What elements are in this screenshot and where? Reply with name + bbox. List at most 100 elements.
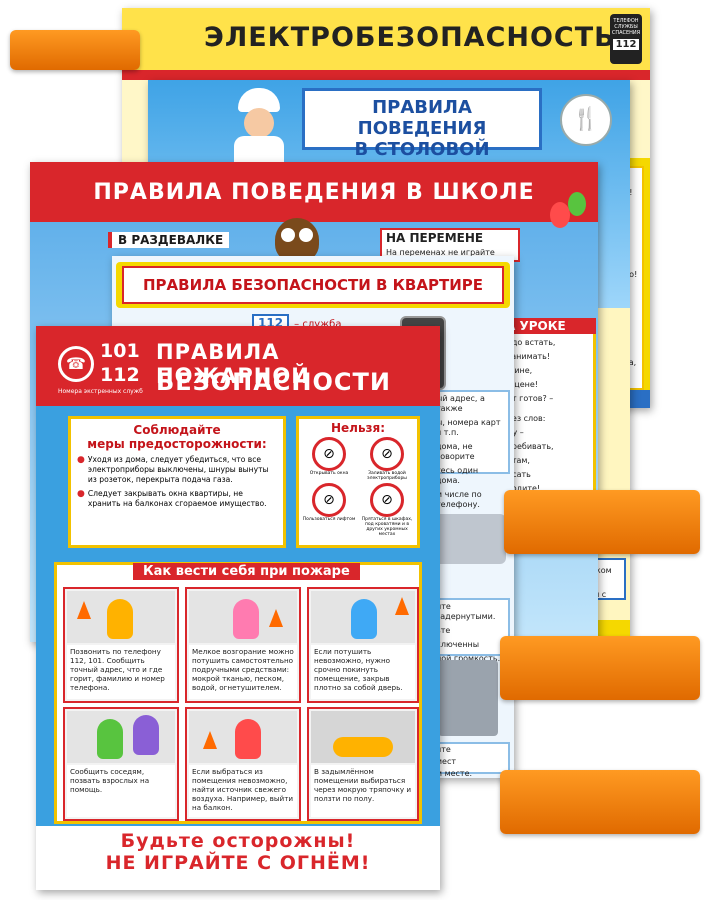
owl-eye-left xyxy=(281,228,295,242)
emergency-number-112: 112 xyxy=(100,364,140,386)
flat-mid-4: м числе по телефону. xyxy=(436,490,482,509)
kid-figure xyxy=(351,599,377,639)
scene-text-2: Если потушить невозможно, нужно срочно п… xyxy=(311,645,415,699)
electro-header: ЭЛЕКТРОБЕЗОПАСНОСТЬ ТЕЛЕФОН СЛУЖБЫ СПАСЕ… xyxy=(122,8,650,70)
scene-pic-neighbors xyxy=(67,711,175,763)
forbidden-item-elevator: ⊘ Пользоваться лифтом xyxy=(301,483,357,537)
fire-footer: Будьте осторожны! НЕ ИГРАЙТЕ С ОГНЁМ! xyxy=(36,826,440,890)
no-hide-icon: ⊘ xyxy=(370,483,404,517)
flat-low-1: ьте xyxy=(436,626,451,635)
chef-figure xyxy=(228,88,290,168)
school-lesson-box: А УРОКЕ адо встать, занимать! шине, в це… xyxy=(500,318,596,504)
balloon-icon-2 xyxy=(568,192,586,216)
scene-crawl: В задымлённом помещении выбираться через… xyxy=(307,707,419,821)
hanger-tab-right-3 xyxy=(500,770,700,834)
behavior-title: Как вести себя при пожаре xyxy=(133,563,360,580)
hanger-tab-right-2 xyxy=(500,636,700,700)
flat-low-3: ной громкость. xyxy=(436,654,501,663)
behavior-section: Как вести себя при пожаре Позвонить по т… xyxy=(54,562,422,824)
lesson-line-8: ятам, xyxy=(507,456,530,465)
scene-text-0: Позвонить по телефону 112, 101. Сообщить… xyxy=(67,645,175,699)
hanger-tab-right-1 xyxy=(504,490,700,554)
bullet-icon: ● xyxy=(77,489,85,499)
forbidden-label-2: Пользоваться лифтом xyxy=(302,517,356,522)
caution-title-2: меры предосторожности: xyxy=(87,437,267,451)
fire-title-2: БЕЗОПАСНОСТИ xyxy=(156,368,391,396)
flat-mid-3: тесь один дома. xyxy=(436,466,479,485)
scene-neighbors: Сообщить соседям, позвать взрослых на по… xyxy=(63,707,179,821)
kid-figure xyxy=(97,719,123,759)
forbidden-label-3: Прятаться в шкафах, под кроватями и в др… xyxy=(361,517,413,537)
scene-text-4: Если выбраться из помещения невозможно, … xyxy=(189,765,297,817)
caution-item-0-text: Уходя из дома, следует убедиться, что вс… xyxy=(87,455,269,484)
caution-item-1-text: Следует закрывать окна квартиры, не хран… xyxy=(87,489,267,508)
canteen-title-2: В СТОЛОВОЙ xyxy=(354,139,490,160)
school-label-right: НА ПЕРЕМЕНЕ xyxy=(386,231,484,245)
crawling-kid-figure xyxy=(333,737,393,757)
phone-number: 112 xyxy=(613,39,639,50)
scene-pic-crawl xyxy=(311,711,415,763)
fire-icon xyxy=(395,597,409,615)
stove-icon xyxy=(438,660,498,736)
flat-text-bottom: ите мест м месте. xyxy=(430,742,510,778)
scene-text-5: В задымлённом помещении выбираться через… xyxy=(311,765,415,817)
caution-title-1: Соблюдайте xyxy=(133,423,221,437)
flat-mid-1: ы, номера карт и т.п. xyxy=(436,418,501,437)
no-window-icon: ⊘ xyxy=(312,437,346,471)
owl-icon xyxy=(275,218,319,262)
forbidden-grid: ⊘ Открывать окна ⊘ Заливать водой электр… xyxy=(299,435,417,539)
lesson-line-9: исать xyxy=(507,470,531,479)
school-title: ПРАВИЛА ПОВЕДЕНИЯ В ШКОЛЕ xyxy=(93,179,535,205)
forbidden-item-window: ⊘ Открывать окна xyxy=(301,437,357,481)
school-banner: ПРАВИЛА ПОВЕДЕНИЯ В ШКОЛЕ xyxy=(30,162,598,222)
lesson-line-0: адо встать, xyxy=(507,338,556,347)
lesson-line-6: цу – xyxy=(507,428,524,437)
flat-mid-0: ый адрес, а также xyxy=(436,394,485,413)
flat-low-2: ключенны xyxy=(436,640,480,649)
scene-pic-leave xyxy=(311,591,415,643)
scene-text-1: Мелкое возгорание можно потушить самосто… xyxy=(189,645,297,699)
scene-pic-extinguish xyxy=(189,591,297,643)
owl-eye-right xyxy=(299,228,313,242)
lesson-line-5: без слов: xyxy=(507,414,546,423)
scene-pic-balcony xyxy=(189,711,297,763)
fire-icon xyxy=(77,601,91,619)
caution-box: Соблюдайте меры предосторожности: ● Уход… xyxy=(68,416,286,548)
phone-label: ТЕЛЕФОН СЛУЖБЫ СПАСЕНИЯ xyxy=(611,18,641,36)
fire-icon xyxy=(203,731,217,749)
footer-line-1: Будьте осторожны! xyxy=(120,830,356,852)
lesson-line-1: занимать! xyxy=(507,352,551,361)
scene-leave: Если потушить невозможно, нужно срочно п… xyxy=(307,587,419,703)
lesson-line-3: в цене! xyxy=(507,380,538,389)
adult-figure xyxy=(133,715,159,755)
emergency-caption: Номера экстренных служб xyxy=(58,388,143,395)
phone-badge: ТЕЛЕФОН СЛУЖБЫ СПАСЕНИЯ 112 xyxy=(610,14,642,64)
emergency-number-101: 101 xyxy=(100,340,140,362)
kid-figure xyxy=(233,599,259,639)
lesson-line-2: шине, xyxy=(507,366,533,375)
no-elevator-icon: ⊘ xyxy=(312,483,346,517)
scene-text-3: Сообщить соседям, позвать взрослых на по… xyxy=(67,765,175,817)
scene-pic-call xyxy=(67,591,175,643)
flat-bottom-2: м месте. xyxy=(436,769,473,778)
forbidden-label-0: Открывать окна xyxy=(309,471,349,476)
flat-mid-2: дома, не говорите xyxy=(436,442,475,461)
kid-figure xyxy=(107,599,133,639)
flat-title: ПРАВИЛА БЕЗОПАСНОСТИ В КВАРТИРЕ xyxy=(143,276,483,294)
electro-title: ЭЛЕКТРОБЕЗОПАСНОСТЬ xyxy=(204,22,616,53)
lesson-line-4: ет готов? – xyxy=(507,394,554,403)
forbidden-title: Нельзя: xyxy=(330,421,386,435)
fire-header: ☎ 101 112 Номера экстренных служб ПРАВИЛ… xyxy=(36,326,440,406)
phone-icon: ☎ xyxy=(58,346,94,382)
canteen-title-box: ПРАВИЛА ПОВЕДЕНИЯ В СТОЛОВОЙ xyxy=(302,88,542,160)
balloon-icon xyxy=(550,202,570,228)
caution-item-1: ● Следует закрывать окна квартиры, не хр… xyxy=(71,485,283,509)
school-label-right-sub: На переменах не играйте xyxy=(386,248,495,257)
forbidden-item-hide: ⊘ Прятаться в шкафах, под кроватями и в … xyxy=(359,483,415,537)
school-label-left: В РАЗДЕВАЛКЕ xyxy=(108,232,230,248)
flat-low-0: ите задернутыми. xyxy=(436,602,496,621)
flat-title-box: ПРАВИЛА БЕЗОПАСНОСТИ В КВАРТИРЕ xyxy=(116,262,510,308)
flat-text-mid: ый адрес, а также ы, номера карт и т.п. … xyxy=(430,390,510,509)
flat-bottom-1: мест xyxy=(436,757,457,766)
caution-item-0: ● Уходя из дома, следует убедиться, что … xyxy=(71,455,283,485)
